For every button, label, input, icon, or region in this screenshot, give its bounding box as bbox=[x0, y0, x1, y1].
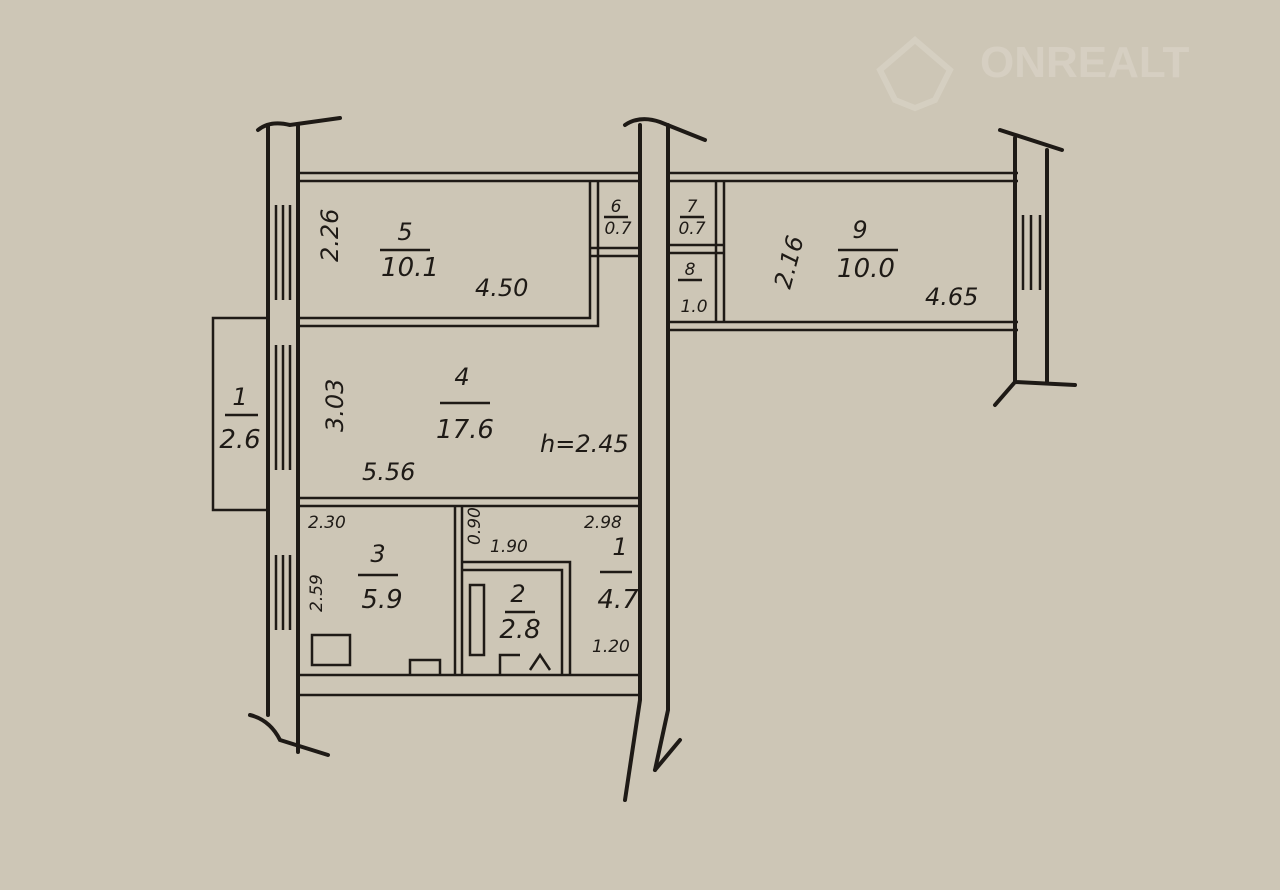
svg-text:0.7: 0.7 bbox=[604, 219, 631, 239]
svg-text:10.0: 10.0 bbox=[837, 254, 895, 284]
svg-text:6: 6 bbox=[611, 197, 622, 217]
room-label-9: 9 10.0 bbox=[837, 216, 898, 284]
svg-text:9: 9 bbox=[852, 216, 867, 244]
dim-room9-length: 4.65 bbox=[925, 283, 978, 311]
room-label-3: 3 5.9 bbox=[358, 540, 403, 615]
room-label-2: 2 2.8 bbox=[499, 580, 540, 645]
stove-icon bbox=[310, 633, 352, 667]
toilet-icon bbox=[498, 652, 552, 675]
dim-room5-width: 2.26 bbox=[316, 209, 344, 262]
svg-text:10.1: 10.1 bbox=[381, 253, 439, 283]
watermark-brand: ONREALT bbox=[980, 38, 1190, 87]
sink-icon bbox=[408, 658, 442, 675]
svg-text:1.0: 1.0 bbox=[680, 297, 707, 317]
dim-room5-length: 4.50 bbox=[475, 274, 528, 302]
dim-kitchen-length: 2.30 bbox=[308, 513, 346, 533]
svg-text:5.9: 5.9 bbox=[361, 585, 402, 615]
svg-text:1: 1 bbox=[232, 383, 247, 411]
dim-hall-width: 1.20 bbox=[592, 637, 630, 657]
dimensions: 4.50 2.26 4.65 2.16 5.56 3.03 h=2.45 2.3… bbox=[307, 209, 978, 657]
room-label-6: 6 0.7 bbox=[604, 197, 632, 239]
bathtub-icon bbox=[468, 583, 486, 657]
svg-text:5: 5 bbox=[397, 218, 412, 246]
dim-corridor-length: 1.90 bbox=[490, 537, 528, 557]
svg-text:4: 4 bbox=[454, 363, 469, 391]
dim-room4-length: 5.56 bbox=[362, 458, 415, 486]
room-label-1-balcony: 1 2.6 bbox=[219, 383, 260, 455]
room-label-4: 4 17.6 bbox=[436, 363, 494, 445]
svg-text:8: 8 bbox=[685, 260, 696, 280]
dim-door-width: 0.90 bbox=[465, 507, 485, 545]
room-label-7: 7 0.7 bbox=[678, 197, 705, 239]
svg-text:2: 2 bbox=[510, 580, 525, 608]
svg-text:4.7: 4.7 bbox=[597, 585, 639, 615]
dim-kitchen-width: 2.59 bbox=[307, 574, 327, 612]
room-label-1-hall: 1 4.7 bbox=[597, 533, 639, 615]
svg-text:3: 3 bbox=[370, 540, 385, 568]
room-label-5: 5 10.1 bbox=[380, 218, 439, 283]
dim-room4-width: 3.03 bbox=[321, 379, 349, 432]
svg-text:7: 7 bbox=[687, 197, 698, 217]
svg-text:2.8: 2.8 bbox=[499, 615, 540, 645]
svg-text:17.6: 17.6 bbox=[436, 415, 494, 445]
dim-room9-width: 2.16 bbox=[769, 233, 810, 292]
watermark: ONREALT bbox=[876, 36, 1190, 112]
walls bbox=[211, 116, 1077, 802]
svg-text:1: 1 bbox=[612, 533, 627, 561]
watermark-logo-icon bbox=[876, 36, 954, 112]
ceiling-height: h=2.45 bbox=[540, 430, 629, 458]
svg-text:2.6: 2.6 bbox=[219, 425, 260, 455]
svg-text:0.7: 0.7 bbox=[678, 219, 705, 239]
dim-hall-length: 2.98 bbox=[584, 513, 622, 533]
room-label-8: 8 1.0 bbox=[678, 260, 708, 317]
